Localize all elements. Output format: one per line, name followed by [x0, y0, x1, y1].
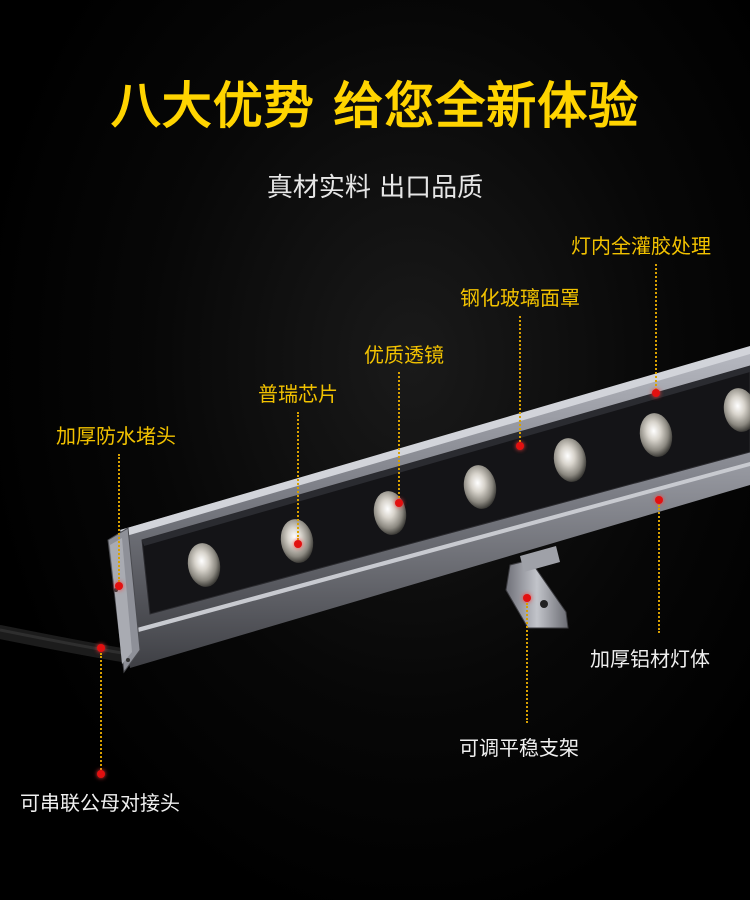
callout-chip-leader — [297, 412, 299, 540]
power-cable — [0, 625, 129, 662]
subheadline: 真材实料 出口品质 — [266, 173, 484, 203]
callout-glass-marker — [516, 442, 524, 450]
callout-potting-marker — [652, 389, 660, 397]
callout-connector-marker — [97, 644, 105, 652]
callout-lens-marker — [395, 499, 403, 507]
callout-lens-leader — [398, 372, 400, 498]
callout-chip-marker — [294, 540, 302, 548]
callout-connector-label: 可串联公母对接头 — [20, 791, 180, 815]
mounting-bracket — [505, 559, 569, 629]
callout-potting-label: 灯内全灌胶处理 — [571, 234, 711, 258]
callout-bracket-leader — [526, 603, 528, 723]
callout-chip-label: 普瑞芯片 — [258, 382, 338, 406]
callout-potting-leader — [655, 264, 657, 390]
callout-bracket-label: 可调平稳支架 — [459, 736, 579, 760]
aluminum-body — [122, 460, 750, 668]
callout-end-cap-marker — [115, 582, 123, 590]
callout-end-cap-label: 加厚防水堵头 — [56, 424, 176, 448]
callout-end-cap-leader — [118, 454, 120, 582]
callout-connector-leader — [100, 653, 102, 770]
callout-glass-leader — [519, 316, 521, 442]
callout-glass-label: 钢化玻璃面罩 — [460, 286, 580, 310]
callout-aluminum-label: 加厚铝材灯体 — [590, 647, 710, 671]
callout-aluminum-leader — [658, 505, 660, 633]
callout-aluminum-marker — [655, 496, 663, 504]
headline: 八大优势 给您全新体验 — [110, 77, 640, 135]
callout-lens-label: 优质透镜 — [364, 343, 444, 367]
callout-bracket-marker — [523, 594, 531, 602]
callout-connector-end-marker — [97, 770, 105, 778]
